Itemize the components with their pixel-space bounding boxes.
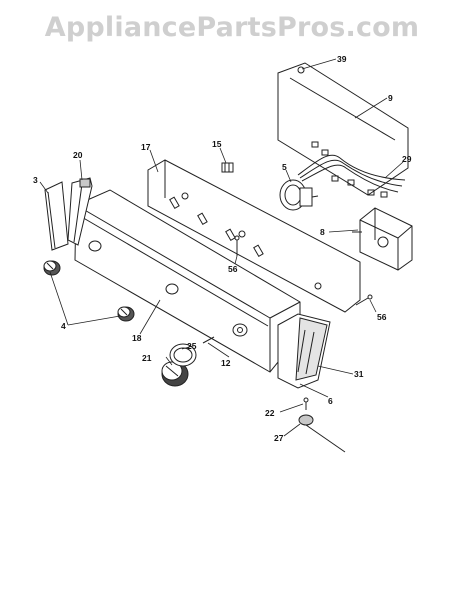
- callout-15: 15: [212, 139, 222, 149]
- callout-56-right: 56: [377, 312, 387, 322]
- connector-part-15: [221, 162, 234, 173]
- callout-4: 4: [61, 321, 66, 331]
- callout-56-center: 56: [228, 264, 238, 274]
- dial-ring-part-25: [169, 343, 197, 367]
- foot-part-27: [298, 414, 346, 453]
- screw-56-right-icon: [355, 294, 373, 306]
- watermark: AppliancePartsPros.com: [44, 12, 420, 43]
- rear-cover-part-9: [277, 62, 409, 196]
- leader-lines: [39, 58, 404, 437]
- callout-21: 21: [142, 353, 152, 363]
- callout-5: 5: [282, 162, 287, 172]
- control-plate-part-17: [147, 159, 361, 313]
- knob-left-part-4: [43, 260, 61, 276]
- callout-3: 3: [33, 175, 38, 185]
- callout-39: 39: [337, 54, 347, 64]
- bracket-left-part-20: [67, 177, 93, 246]
- callout-17: 17: [141, 142, 151, 152]
- timer-knob-part-21: [161, 361, 189, 387]
- callout-8: 8: [320, 227, 325, 237]
- screw-39-icon: [297, 66, 305, 74]
- knob-hole-left-icon: [88, 240, 102, 252]
- end-cap-right-part-31: [277, 313, 331, 389]
- end-cap-left-part-3: [44, 181, 69, 251]
- knob-hole-center-icon: [165, 283, 179, 295]
- callout-9: 9: [388, 93, 393, 103]
- callout-27: 27: [274, 433, 284, 443]
- timer-part-8: [352, 207, 413, 271]
- callout-12: 12: [221, 358, 231, 368]
- clip-part-12: [202, 336, 215, 344]
- callout-25: 25: [187, 341, 197, 351]
- switch-part-5: [279, 179, 319, 211]
- wire-harness-part-29: [297, 141, 406, 198]
- callout-29: 29: [402, 154, 412, 164]
- knob-center-part-4: [117, 306, 135, 322]
- callout-18: 18: [132, 333, 142, 343]
- callout-6: 6: [328, 396, 333, 406]
- callout-31: 31: [354, 369, 364, 379]
- callout-labels: 39 9 29 15 17 5 20 3 8 56 56 4 18 25 21 …: [33, 54, 412, 443]
- screw-22-icon: [303, 397, 309, 410]
- callout-22: 22: [265, 408, 275, 418]
- knob-hole-right-icon: [232, 323, 248, 337]
- screw-56-center-icon: [234, 235, 240, 256]
- callout-20: 20: [73, 150, 83, 160]
